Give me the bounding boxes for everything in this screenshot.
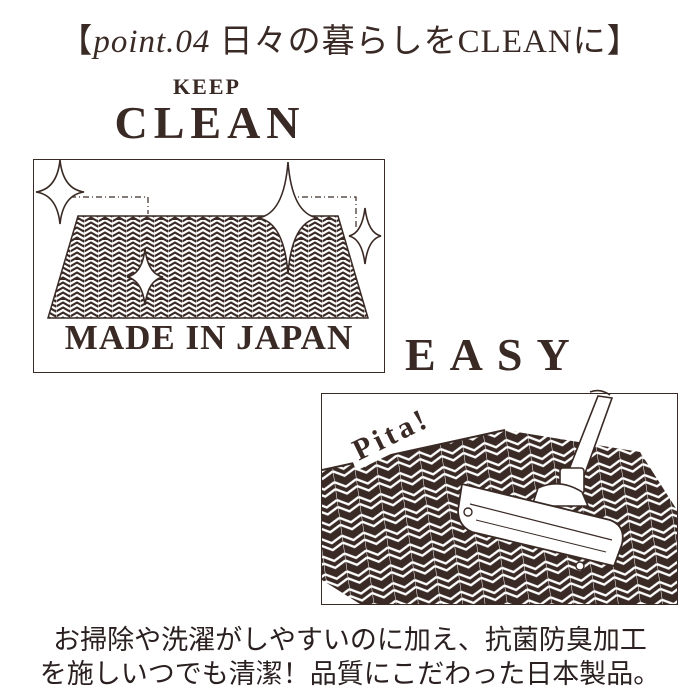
sparkle-icon	[257, 161, 319, 275]
clean-label: CLEAN	[114, 97, 306, 148]
keep-label: KEEP	[173, 74, 241, 99]
title-bracket-open: 【	[59, 24, 94, 60]
vacuum-icon	[457, 389, 624, 571]
title-text: 日々の暮らしをCLEANに	[219, 24, 607, 60]
sparkle-icon	[35, 159, 85, 225]
easy-label: EASY	[405, 329, 584, 380]
made-in-japan-label: MADE IN JAPAN	[64, 318, 354, 357]
sparkle-icon	[126, 248, 164, 306]
sparkle-icon	[348, 207, 382, 265]
caption-line-2: を施しいつでも清潔！品質にこだわった日本製品。	[39, 659, 661, 690]
guide-lines	[70, 196, 357, 230]
title-bracket-close: 】	[606, 24, 641, 60]
page-title: 【point.04 日々の暮らしをCLEANに】	[0, 14, 700, 62]
vacuum-panel	[321, 393, 678, 605]
title-point-label: point.04	[93, 24, 211, 60]
herringbone-mat-top	[46, 215, 370, 319]
clean-mat-panel	[33, 159, 385, 373]
caption-line-1: お掃除や洗濯がしやすいのに加え、抗菌防臭加工	[53, 625, 647, 656]
